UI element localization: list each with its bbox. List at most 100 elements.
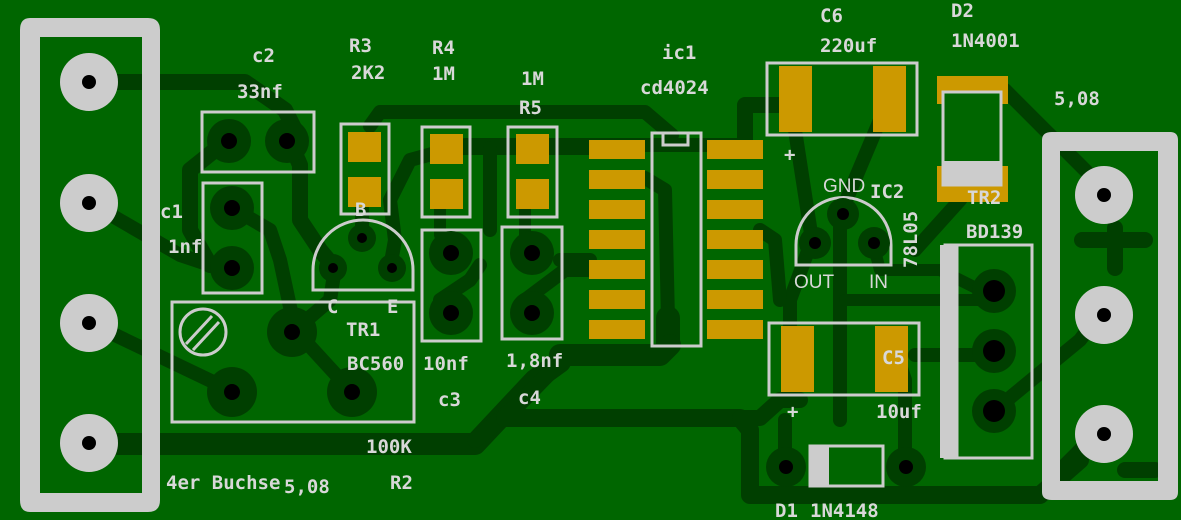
connector-x1-pin[interactable] — [60, 174, 118, 232]
capacitor-c3 — [420, 228, 483, 343]
capacitor-c2 — [200, 110, 316, 174]
r5-pad[interactable] — [516, 179, 549, 209]
trace — [182, 134, 233, 273]
c3-outline — [420, 228, 483, 343]
tr2-pad[interactable] — [972, 329, 1016, 373]
tr1-pad-e[interactable] — [378, 254, 406, 282]
c3-pad[interactable] — [429, 291, 473, 335]
c3-pad[interactable] — [429, 231, 473, 275]
ic1-pad[interactable] — [589, 230, 645, 249]
diode-d1 — [766, 444, 926, 488]
c6-pad[interactable] — [779, 66, 812, 132]
c6-pad[interactable] — [873, 66, 906, 132]
trace — [549, 334, 681, 366]
trace — [788, 123, 819, 247]
c1-pad[interactable] — [210, 246, 254, 290]
ic1-pad[interactable] — [589, 140, 645, 159]
d1-cathode-band — [810, 446, 829, 486]
c4-outline — [500, 225, 564, 341]
ic1-pad[interactable] — [707, 170, 763, 189]
ic1-pad[interactable] — [707, 320, 763, 339]
tr1-outline — [311, 218, 415, 292]
x1-name-label: 4er Buchse — [166, 472, 280, 494]
ic1-pin1-notch — [661, 133, 690, 147]
c5-value-label: 10uf — [876, 401, 922, 423]
c6-ref-label: C6 — [820, 5, 843, 27]
c5-ref-label: C5 — [882, 347, 905, 369]
r2-pad[interactable] — [327, 367, 377, 417]
tr2-ref-label: TR2 — [967, 187, 1001, 209]
ic1-ref-label: ic1 — [662, 42, 696, 64]
ic1-pad[interactable] — [589, 320, 645, 339]
ic1-pad[interactable] — [707, 200, 763, 219]
c2-pad[interactable] — [265, 119, 309, 163]
tr2-pad[interactable] — [972, 269, 1016, 313]
connector-x2-pin[interactable] — [1075, 286, 1133, 344]
tr1-value-label: BC560 — [347, 353, 404, 375]
ic2-outline — [794, 196, 893, 267]
c1-ref-label: c1 — [160, 201, 183, 223]
c5-pad[interactable] — [781, 326, 814, 392]
x2-pitch-label: 5,08 — [1054, 88, 1100, 110]
c5-pad[interactable] — [875, 326, 908, 392]
c4-pad[interactable] — [510, 291, 554, 335]
c6-outline — [765, 61, 919, 137]
d1-pad[interactable] — [766, 447, 806, 487]
r2-outline — [170, 300, 416, 424]
connector-x2-outline — [1042, 132, 1178, 500]
ic2-value-label: 78L05 — [900, 211, 922, 268]
connector-x2-pin[interactable] — [1075, 166, 1133, 224]
r4-pad[interactable] — [430, 134, 463, 164]
connector-x1-pin[interactable] — [60, 53, 118, 111]
tr1-pin-b-label: B — [355, 199, 366, 221]
tr1-pad-c[interactable] — [319, 254, 347, 282]
capacitor-c5 — [767, 321, 921, 397]
c3-value-label: 10nf — [423, 353, 469, 375]
tr1-ref-label: TR1 — [346, 319, 380, 341]
r3-pad[interactable] — [348, 132, 381, 162]
ic1-pad[interactable] — [707, 140, 763, 159]
r5-ref-label: R5 — [519, 97, 542, 119]
r5-value-label: 1M — [521, 68, 544, 90]
trace — [737, 97, 798, 153]
r2-pad[interactable] — [267, 307, 317, 357]
trace — [732, 392, 808, 426]
potentiometer-r2 — [170, 300, 416, 424]
ic1-pad[interactable] — [707, 230, 763, 249]
ic1-pad[interactable] — [589, 260, 645, 279]
tr1-pin-c-label: C — [327, 296, 338, 318]
ic1-pad[interactable] — [707, 260, 763, 279]
ic2-pad-gnd[interactable] — [827, 198, 859, 230]
trace — [518, 263, 607, 307]
ic1-pad[interactable] — [707, 290, 763, 309]
c1-pad[interactable] — [210, 186, 254, 230]
c2-pad[interactable] — [207, 119, 251, 163]
regulator-ic2 — [794, 196, 893, 267]
d1-pad[interactable] — [886, 447, 926, 487]
r3-ref-label: R3 — [349, 35, 372, 57]
r4-pad[interactable] — [430, 179, 463, 209]
c4-pad[interactable] — [510, 231, 554, 275]
ic2-pad-out[interactable] — [799, 227, 831, 259]
trace — [363, 105, 679, 142]
silkscreen-labels: c2 33nf R3 2K2 R4 1M 1M R5 ic1 cd4024 C6… — [160, 0, 1100, 520]
r3-pad[interactable] — [348, 177, 381, 207]
tr1-pad-b[interactable] — [348, 224, 376, 252]
r5-pad[interactable] — [516, 134, 549, 164]
r5-outline — [506, 125, 559, 219]
ic1-pad[interactable] — [589, 290, 645, 309]
r2-pad[interactable] — [207, 367, 257, 417]
ic2-pad-in[interactable] — [858, 227, 890, 259]
ic1-pad[interactable] — [589, 200, 645, 219]
connector-x1-pin[interactable] — [60, 294, 118, 352]
c4-ref-label: c4 — [518, 387, 541, 409]
c6-value-label: 220uf — [820, 35, 877, 57]
r3-outline — [339, 122, 391, 216]
tr2-pad[interactable] — [972, 389, 1016, 433]
connector-x1-pin[interactable] — [60, 414, 118, 472]
connector-x1 — [20, 18, 160, 512]
ic1-pad[interactable] — [589, 170, 645, 189]
r2-value-label: 100K — [366, 436, 412, 458]
connector-x2-pin[interactable] — [1075, 405, 1133, 463]
